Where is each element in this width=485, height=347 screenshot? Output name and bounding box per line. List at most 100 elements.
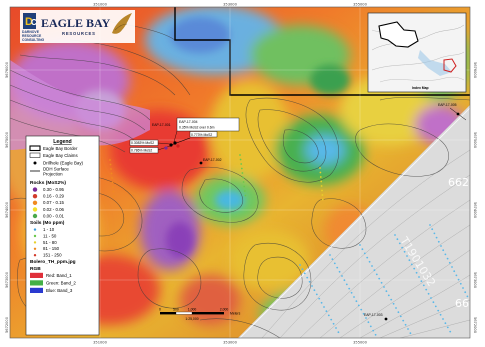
soil-sample-dot [392,302,395,305]
soil-sample-dot [338,270,341,273]
scale-tick-label: 500 [173,308,179,312]
soil-sample-dot [321,194,324,196]
soil-sample-dot [109,159,111,161]
soil-sample-dot [359,244,361,246]
soil-sample-dot [366,256,369,259]
legend-swatch-border [29,145,41,152]
rock-legend-swatch [32,194,38,199]
soil-legend-swatch [33,228,37,231]
soil-sample-dot [240,167,243,170]
soil-sample-dot [301,268,304,271]
partner-name-line: RESOURCE [22,34,42,38]
soil-sample-dot [350,291,353,294]
company-subtitle: RESOURCES [62,31,96,36]
soil-sample-dot [311,285,313,287]
eagle-icon [112,13,132,34]
soil-sample-dot [109,163,112,166]
soil-sample-dot [378,277,381,280]
grid-label-left: 5676000 [5,61,9,78]
legend-section-title: Bolero_TH_ppm.jpg [30,259,76,265]
legend-item-label: 0.07 - 0.15 [43,200,65,205]
soil-sample-dot [395,307,397,309]
scale-units-label: Meters [230,312,241,316]
grid-label-right: 5676000 [473,62,477,79]
grid-label-bottom: 353000 [223,341,237,345]
legend-item-label: Projection [43,172,63,177]
legend-section-title: Rocks (MoS2%) [30,180,66,186]
soil-sample-dot [303,272,306,275]
soil-sample-dot [403,250,406,253]
soil-sample-dot [374,333,377,336]
soil-sample-dot [420,280,423,283]
soil-sample-dot [396,238,399,241]
partner-name-line: CONSULTING [22,38,45,42]
soil-sample-dot [361,248,364,251]
soil-sample-dot [402,319,405,322]
rgb-legend-swatch [30,280,43,286]
soil-sample-dot [394,234,396,236]
soil-sample-dot [353,296,355,298]
rock-legend-items: 0.30 - 0.950.16 - 0.290.07 - 0.150.02 - … [32,187,65,218]
soil-sample-dot [453,270,456,273]
drillhole-label: EAP-17-003 [364,313,383,317]
grid-label-bottom: 355000 [353,341,367,345]
soil-sample-dot [319,176,322,178]
soil-sample-dot [241,172,244,174]
soil-sample-dot [319,167,321,169]
grid-label-right: 5674000 [473,202,477,219]
soil-sample-dot [422,284,425,287]
soil-sample-dot [383,286,385,288]
soil-sample-dot [457,278,460,281]
soil-sample-dot [110,172,113,175]
legend: Legend Eagle Bay Border Eagle Bay Claims… [25,135,100,336]
grid-label-right: 5672000 [473,317,477,334]
contour-value-label: 66 [455,297,469,310]
soil-sample-dot [442,318,444,320]
soil-sample-dot [320,180,323,183]
map-frame [9,6,471,339]
soil-sample-dot [427,292,430,295]
grid-label-left: 5675000 [5,131,9,148]
assay-label: 0.3083% MoS2 [131,141,154,145]
soil-sample-dot [442,249,445,252]
scale-bar: 0 500 1,000 2,000 Meters 1:25,000 [159,308,241,322]
grid-label-right: 5675000 [473,132,477,149]
soil-sample-dot [357,304,360,307]
soil-sample-dot [321,189,323,192]
soil-sample-dot [415,271,418,274]
callout-box [129,147,159,154]
soil-sample-dot [444,322,447,325]
soil-sample-dot [111,177,113,179]
callout-box [176,117,240,132]
soil-sample-dot [243,190,246,192]
soil-sample-dot [243,185,246,188]
inset-label: Index Map [412,86,429,90]
scale-ratio-label: 1:25,000 [185,317,198,321]
soil-sample-dot [448,261,451,264]
soil-sample-dot [375,273,378,276]
legend-section-title: Soils (Mo ppm) [30,220,65,226]
grid-label-bottom: 351000 [93,341,107,345]
soil-sample-dot [112,190,115,193]
rock-legend-swatch [32,187,38,192]
legend-item-label: 11 - 50 [43,233,57,238]
soil-sample-dot [367,321,370,324]
soil-legend-swatch [33,241,37,244]
legend-panel [25,135,100,336]
soil-sample-dot [112,186,114,188]
soil-sample-dot [430,297,432,299]
soil-sample-dot [327,314,330,317]
soil-sample-dot [407,328,409,330]
soil-sample-dot [418,276,420,278]
grid-label-top: 353000 [223,3,237,7]
legend-title: Legend [53,139,71,145]
soil-sample-dot [355,300,358,303]
rock-legend-swatch [32,200,38,205]
drillhole-label: EAP-17-005 [438,103,457,107]
grid-labels: 351000 353000 355000 351000 353000 35500… [5,3,477,345]
soil-sample-dot [110,168,112,170]
legend-item-label: 0.02 - 0.06 [43,207,65,212]
inset-area-outline [443,58,457,73]
soil-sample-dot [449,330,452,333]
soil-sample-dot [330,318,333,321]
